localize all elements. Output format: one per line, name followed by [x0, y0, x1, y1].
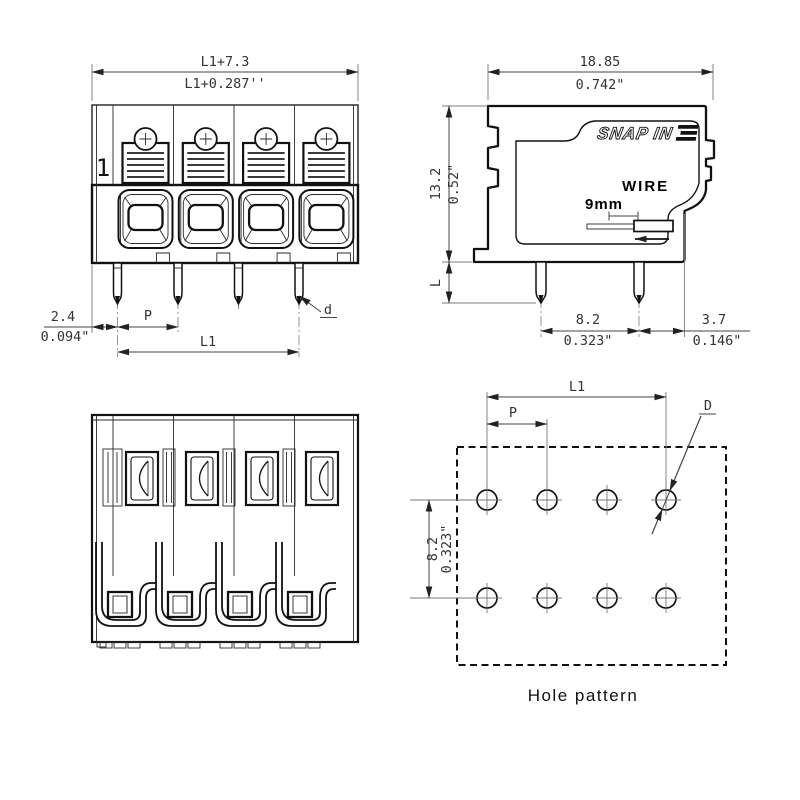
rear-window [184, 450, 220, 507]
dim-end-offset: 2.4 0.094" [41, 265, 118, 345]
dim-offset-mm: 2.4 [51, 309, 75, 325]
pole-dividers [112, 105, 295, 185]
drill-hole [471, 582, 503, 614]
dim-span-in: 0.323" [564, 333, 613, 349]
dim-hole-row-mm: 8.2 [425, 537, 441, 561]
dim-hole-pitch-label: P [509, 405, 517, 421]
clamp-opening [226, 590, 254, 619]
hole-pattern-caption: Hole pattern [528, 686, 639, 705]
rear-view [90, 413, 360, 649]
wire-length-label: 9mm [585, 196, 623, 213]
dim-pin-span: 8.2 0.323" 3.7 0.146" [540, 214, 750, 349]
rear-window [244, 450, 280, 507]
snap-in-logo-bar [675, 137, 697, 141]
dim-pitch: P [117, 308, 179, 331]
dim-length-label: L1 [200, 334, 216, 350]
side-view: SNAP IN WIRE 9mm 18.85 0.742" [428, 54, 750, 349]
dim-pin-diameter: d [299, 295, 337, 318]
side-body-outline [472, 104, 716, 264]
solder-pin [112, 262, 123, 305]
dim-depth-in: 0.742" [576, 77, 625, 93]
dim-hole-length-label: L1 [569, 379, 585, 395]
drill-hole [591, 484, 623, 516]
clamp-opening [106, 590, 134, 619]
clamp-opening [286, 590, 314, 619]
dim-hole-length: L1 [486, 379, 667, 401]
dim-hole-row: 8.2 0.323" [425, 499, 455, 599]
front-pole [237, 126, 295, 265]
solder-pin [633, 261, 645, 304]
snap-in-logo-bar [680, 131, 698, 135]
wire-insulation [633, 219, 674, 233]
drill-hole [531, 484, 563, 516]
dim-edge-mm: 3.7 [702, 312, 726, 328]
dim-span-mm: 8.2 [576, 312, 600, 328]
front-pole [177, 126, 234, 265]
front-pole [298, 126, 355, 265]
drill-hole [471, 484, 503, 516]
dim-pin-label: d [324, 302, 332, 318]
vent-slot [102, 448, 123, 507]
solder-pin [535, 261, 547, 304]
vent-slot [282, 448, 296, 507]
dim-pitch-label: P [144, 308, 152, 324]
dim-hole-diameter: D [651, 398, 716, 535]
dim-hole-pitch: P [486, 405, 548, 428]
drill-hole [650, 582, 682, 614]
front-pole [117, 126, 174, 265]
rear-window [304, 450, 340, 507]
solder-pin [173, 262, 183, 305]
dim-width-in: L1+0.287'' [184, 76, 265, 92]
dim-length: L1 [117, 334, 300, 356]
drill-hole [591, 582, 623, 614]
dim-offset-in: 0.094" [41, 329, 90, 345]
dim-width-mm: L1+7.3 [201, 54, 250, 70]
solder-pin [233, 262, 244, 305]
wire-label: WIRE [622, 178, 669, 195]
pole-dividers [112, 415, 295, 576]
dim-hole-dia-label: D [704, 398, 712, 414]
snap-in-logo: SNAP IN [595, 123, 699, 143]
clamp-opening [166, 590, 194, 619]
drill-hole [531, 582, 563, 614]
dim-pin-length: L [428, 279, 444, 287]
dim-depth: 18.85 0.742" [487, 54, 714, 100]
vent-slot [222, 448, 236, 507]
snap-in-label: SNAP IN [596, 123, 675, 143]
dim-height: 13.2 0.52" L [428, 105, 536, 304]
hole-pattern-view: L1 P D 8.2 0.323" Hole pattern [410, 379, 727, 705]
dim-depth-mm: 18.85 [580, 54, 621, 70]
rear-window [124, 450, 160, 507]
dim-edge-in: 0.146" [693, 333, 742, 349]
dim-hole-row-in: 0.323" [439, 525, 455, 574]
wire-conductor [586, 223, 636, 230]
dim-overall-width: L1+7.3 L1+0.287'' [91, 54, 359, 101]
snap-in-logo-bar [677, 125, 699, 129]
side-inner-panel [515, 120, 700, 245]
wire-marking: WIRE 9mm [585, 178, 674, 243]
front-body-lower [90, 183, 360, 265]
dim-height-mm: 13.2 [428, 168, 444, 201]
front-view: 1 L1+7.3 L1+0.287'' 2.4 0.094" P [41, 54, 360, 357]
pole-1-marker: 1 [96, 154, 110, 182]
dim-height-in: 0.52" [446, 164, 462, 205]
pcb-outline [456, 446, 727, 666]
